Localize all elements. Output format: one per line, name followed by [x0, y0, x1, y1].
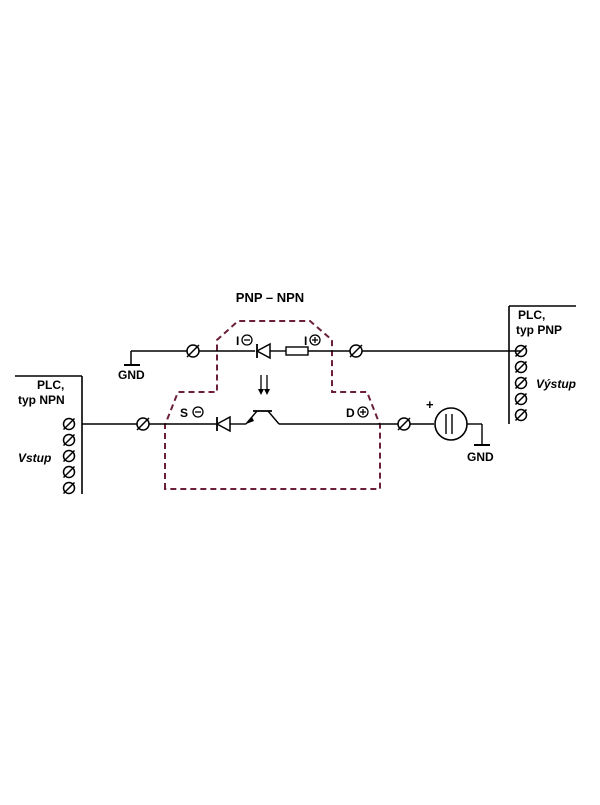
- diode-symbol: [215, 415, 231, 433]
- light-arrows-icon: [258, 375, 270, 395]
- optocoupler-housing: [164, 320, 381, 490]
- phototransistor-symbol: [245, 410, 280, 425]
- gnd-label-top: GND: [118, 368, 145, 382]
- terminal-source: [136, 417, 150, 431]
- i-plus-label: I: [304, 334, 307, 348]
- plc-npn: PLC, typ NPN Vstup: [15, 375, 83, 495]
- plc-pnp-terminal-2: [514, 360, 528, 374]
- minus-circle-icon: [241, 334, 253, 346]
- plc-npn-input-label: Vstup: [18, 451, 51, 465]
- diagram-title: PNP – NPN: [236, 290, 304, 305]
- plc-pnp-terminal-3: [514, 376, 528, 390]
- i-minus-label: I: [236, 334, 239, 348]
- plc-pnp-output-label: Výstup: [536, 377, 576, 391]
- load-symbol: [434, 407, 468, 441]
- plc-pnp-title-line1: PLC,: [518, 308, 545, 322]
- plc-npn-title-line1: PLC,: [37, 378, 64, 392]
- plc-pnp-terminals: [514, 344, 528, 422]
- terminal-drain: [397, 417, 411, 431]
- s-minus-label: S: [180, 406, 188, 420]
- plc-npn-terminal-2: [62, 433, 76, 447]
- input-circuit: GND I I: [118, 334, 521, 382]
- plc-pnp-title-line2: typ PNP: [516, 323, 562, 337]
- gnd-label-bottom: GND: [467, 450, 494, 464]
- plus-label: +: [426, 397, 434, 412]
- plc-npn-terminal-4: [62, 465, 76, 479]
- plc-npn-title-line2: typ NPN: [18, 393, 65, 407]
- led-diode-symbol: [255, 342, 271, 360]
- plc-pnp-terminal-4: [514, 392, 528, 406]
- plc-npn-terminal-1: [62, 417, 76, 431]
- plc-npn-terminal-3: [62, 449, 76, 463]
- minus-circle-icon: [192, 406, 204, 418]
- plc-pnp-terminal-5: [514, 408, 528, 422]
- plus-circle-icon: [357, 406, 369, 418]
- terminal-input-plus: [349, 344, 363, 358]
- plc-pnp: PLC, typ PNP Výstup: [508, 305, 576, 424]
- resistor-symbol: [285, 346, 309, 356]
- plc-npn-terminals: [62, 417, 76, 495]
- plc-npn-terminal-5: [62, 481, 76, 495]
- plus-circle-icon: [309, 334, 321, 346]
- d-plus-label: D: [346, 406, 355, 420]
- terminal-input-minus: [186, 344, 200, 358]
- output-circuit: S D: [82, 375, 494, 464]
